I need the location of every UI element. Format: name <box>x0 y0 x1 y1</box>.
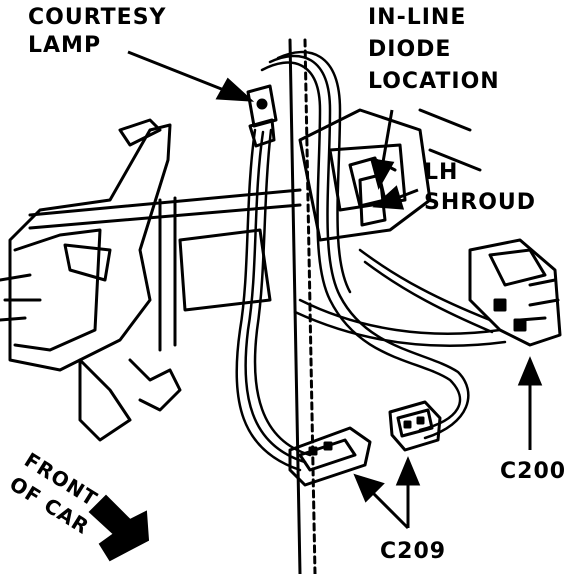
lh-shroud-label: LH SHROUD <box>424 158 536 218</box>
leader-arrows <box>127 50 543 530</box>
diode-line-3: LOCATION <box>368 69 500 94</box>
crossbar <box>28 188 302 352</box>
c200-label: C200 <box>500 459 567 484</box>
courtesy-lamp-line-2: LAMP <box>28 33 102 58</box>
dash-bracket <box>0 118 182 442</box>
lh-shroud <box>298 108 482 242</box>
front-of-car-arrow <box>88 494 150 562</box>
c209-label: C209 <box>380 539 447 564</box>
shroud-line-1: LH <box>424 160 459 185</box>
c209-connector-right <box>388 400 442 452</box>
diode-line-2: DIODE <box>368 37 452 62</box>
wire-harness <box>235 50 507 472</box>
shroud-line-2: SHROUD <box>424 190 537 215</box>
in-line-diode-label: IN-LINE DIODE LOCATION <box>368 2 500 98</box>
steering-post <box>288 38 317 574</box>
courtesy-lamp-label: COURTESY LAMP <box>28 4 166 60</box>
courtesy-lamp-line-1: COURTESY <box>28 5 167 30</box>
c200-connector <box>468 238 562 347</box>
c209-connector-left <box>288 426 372 487</box>
courtesy-lamp-socket <box>246 84 278 148</box>
diode-line-1: IN-LINE <box>368 5 467 30</box>
